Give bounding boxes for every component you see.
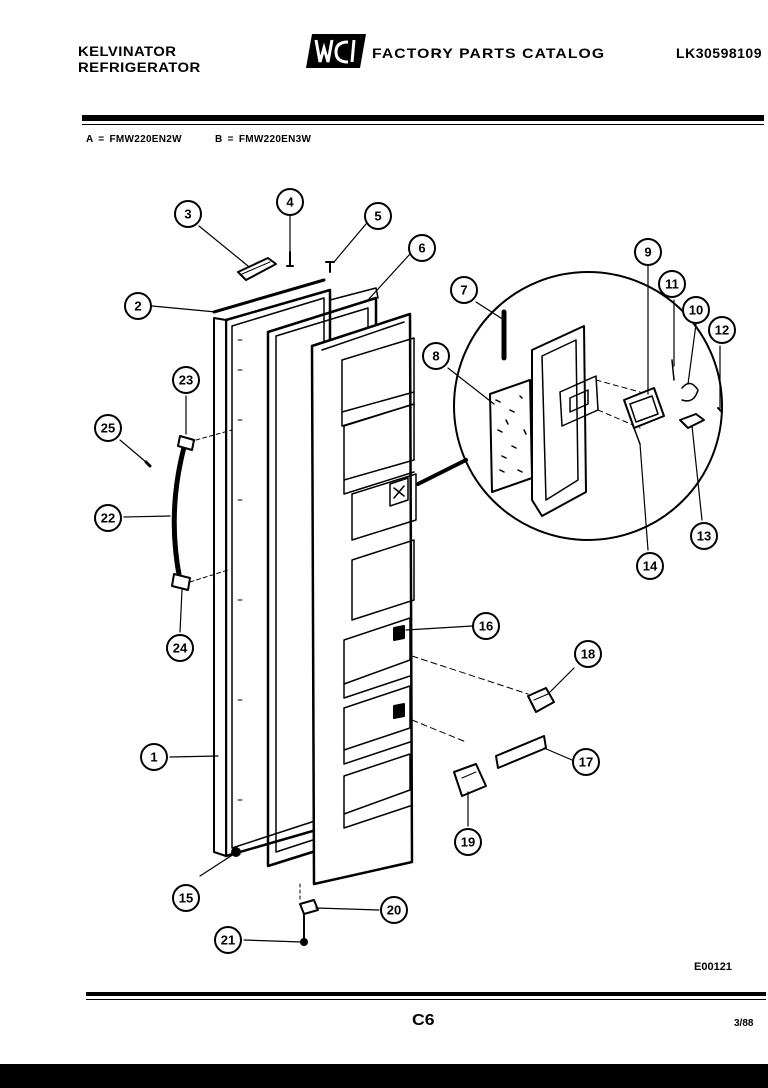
callout-15	[172, 884, 200, 912]
wci-logo-icon	[306, 34, 366, 68]
header-rule-thin	[82, 124, 764, 125]
callout-label-12: 12	[715, 323, 729, 338]
callout-label-8: 8	[432, 349, 439, 364]
footer-rule-thin	[86, 999, 766, 1000]
parts-catalog-page: KELVINATOR REFRIGERATOR FACTORY PARTS CA…	[0, 0, 768, 1064]
callout-label-15: 15	[179, 891, 193, 906]
callout-label-20: 20	[387, 903, 401, 918]
callout-6	[408, 234, 436, 262]
bottom-hinge	[299, 883, 319, 946]
callout-9	[634, 238, 662, 266]
callout-4	[276, 188, 304, 216]
screw-5	[325, 261, 335, 273]
callout-label-21: 21	[221, 933, 235, 948]
brand-block: KELVINATOR REFRIGERATOR	[78, 44, 201, 76]
door-liner	[310, 312, 417, 886]
brand-name: KELVINATOR	[78, 44, 177, 59]
callout-label-19: 19	[461, 835, 475, 850]
callout-25	[94, 414, 122, 442]
document-number: LK30598109	[676, 45, 762, 61]
callout-21	[214, 926, 242, 954]
detail-circle	[416, 271, 723, 541]
callout-18	[574, 640, 602, 668]
callout-label-1: 1	[150, 750, 157, 765]
callout-5	[364, 202, 392, 230]
callout-label-10: 10	[689, 303, 703, 318]
callout-24	[166, 634, 194, 662]
callout-label-7: 7	[460, 283, 467, 298]
callouts	[94, 188, 736, 954]
dispenser-lever-parts	[411, 655, 555, 797]
product-type: REFRIGERATOR	[78, 60, 201, 75]
callout-label-23: 23	[179, 373, 193, 388]
callout-label-13: 13	[697, 529, 711, 544]
callout-label-4: 4	[286, 195, 294, 210]
callout-10	[682, 296, 710, 324]
exploded-view-diagram: 3 4 5 6 2 7 8 9 11 10 12 23 25 22 13 14 …	[94, 188, 736, 954]
callout-16	[472, 612, 500, 640]
footer-rule	[86, 992, 766, 996]
callout-23	[172, 366, 200, 394]
callout-label-2: 2	[134, 299, 141, 314]
model-a: A = FMW220EN2W	[86, 134, 182, 145]
callout-label-11: 11	[665, 277, 679, 292]
illustration-reference: E00121	[694, 961, 732, 973]
callout-label-9: 9	[644, 245, 651, 260]
hinge-cap	[237, 257, 277, 281]
callout-label-6: 6	[418, 241, 425, 256]
callout-2	[124, 292, 152, 320]
header-rule	[82, 115, 764, 121]
page-number: C6	[411, 1012, 435, 1029]
callout-label-24: 24	[173, 641, 188, 656]
model-list: A = FMW220EN2W B = FMW220EN3W	[86, 134, 339, 145]
callout-19	[454, 828, 482, 856]
callout-label-16: 16	[479, 619, 493, 634]
callout-20	[380, 896, 408, 924]
model-b: B = FMW220EN3W	[215, 134, 312, 145]
callout-17	[572, 748, 600, 776]
callout-22	[94, 504, 122, 532]
leader-lines	[119, 215, 721, 943]
callout-label-17: 17	[579, 755, 593, 770]
callout-label-5: 5	[374, 209, 381, 224]
screw-4	[286, 251, 294, 267]
callout-12	[708, 316, 736, 344]
callout-label-14: 14	[643, 559, 658, 574]
callout-label-3: 3	[184, 207, 191, 222]
callout-1	[140, 743, 168, 771]
catalog-title: FACTORY PARTS CATALOG	[372, 45, 606, 61]
callout-3	[174, 200, 202, 228]
revision-date: 3/88	[734, 1018, 754, 1029]
callout-label-18: 18	[581, 647, 595, 662]
door-handle	[144, 429, 233, 591]
callout-label-22: 22	[101, 511, 115, 526]
callout-8	[422, 342, 450, 370]
callout-14	[636, 552, 664, 580]
callout-11	[658, 270, 686, 298]
door-gasket	[212, 278, 326, 314]
callout-label-25: 25	[101, 421, 115, 436]
callout-7	[450, 276, 478, 304]
callout-13	[690, 522, 718, 550]
